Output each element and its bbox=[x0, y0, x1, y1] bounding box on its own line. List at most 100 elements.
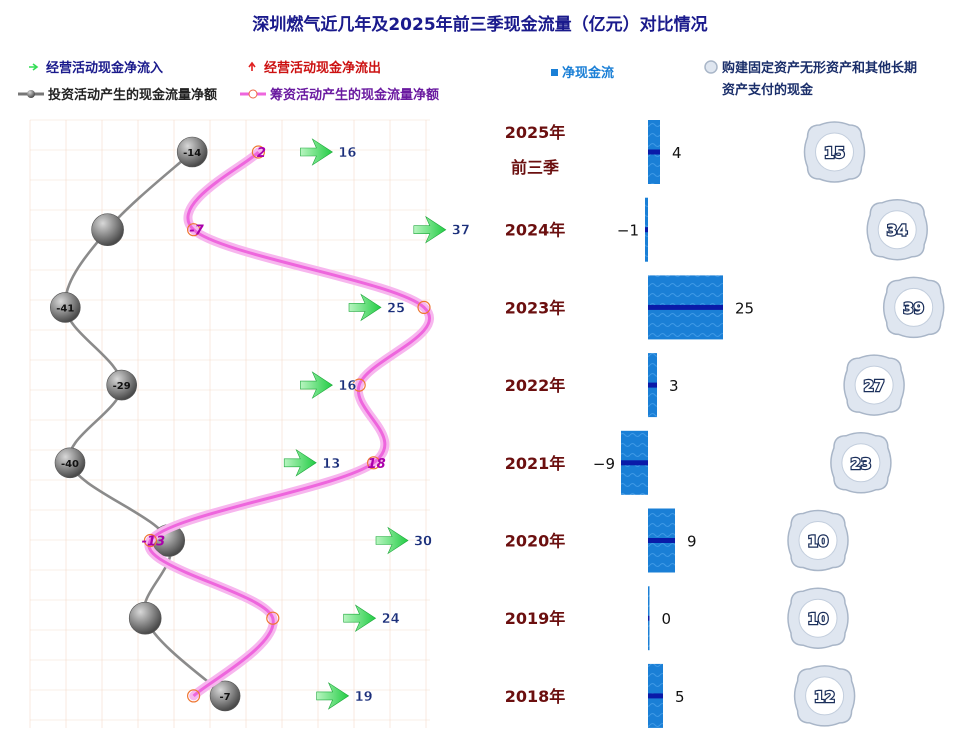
legend-capex-marker bbox=[704, 60, 718, 74]
capex-data-label: 10 bbox=[808, 533, 829, 551]
capex-badge-inner bbox=[894, 287, 934, 327]
capex-series: 15 34 39 27 23 10 10 12 bbox=[787, 121, 945, 727]
legend-operating-in-marker bbox=[29, 63, 39, 71]
legend-investing-marker bbox=[27, 90, 35, 98]
capex-badge-inner bbox=[805, 676, 845, 716]
investing-point bbox=[106, 369, 137, 401]
year-label: 2018年 bbox=[505, 687, 566, 706]
financing-line bbox=[147, 150, 431, 698]
financing-point bbox=[187, 689, 201, 703]
net-cash-data-label: 4 bbox=[672, 144, 682, 162]
operating-data-label: 13 bbox=[322, 457, 340, 472]
net-cash-data-label: −1 bbox=[617, 222, 639, 240]
investing-point bbox=[176, 136, 208, 168]
legend-capex-label-line2: 资产支付的现金 bbox=[722, 82, 814, 98]
capex-data-label: 27 bbox=[864, 377, 885, 395]
financing-point bbox=[143, 533, 157, 548]
financing-point bbox=[266, 611, 280, 625]
investing-point bbox=[128, 601, 162, 635]
year-label: 2021年 bbox=[505, 454, 566, 473]
net-cash-data-label: 3 bbox=[669, 377, 679, 395]
investing-series: -14-41-29-40-7 bbox=[50, 136, 241, 712]
net-cash-bar-centerline bbox=[648, 693, 663, 699]
net-cash-bar-centerline bbox=[648, 149, 660, 155]
operating-arrow bbox=[300, 138, 333, 166]
investing-point bbox=[54, 447, 86, 479]
capex-data-label: 15 bbox=[824, 144, 845, 162]
legend-financing-marker bbox=[248, 89, 258, 99]
year-label: 2019年 bbox=[505, 609, 566, 628]
financing-point bbox=[187, 223, 201, 237]
capex-data-label: 39 bbox=[903, 299, 924, 317]
financing-point bbox=[251, 145, 265, 159]
investing-data-label: -14 bbox=[183, 148, 201, 159]
legend-operating-out-marker bbox=[248, 61, 256, 71]
year-label: 2020年 bbox=[505, 532, 566, 551]
operating-arrow bbox=[300, 371, 333, 399]
operating-data-label: 24 bbox=[382, 612, 400, 627]
investing-point bbox=[91, 213, 124, 246]
legend-operating-out-label: 经营活动现金净流出 bbox=[264, 60, 381, 76]
net-cash-data-label: 0 bbox=[662, 610, 672, 628]
capex-badge-inner bbox=[854, 365, 894, 405]
grid bbox=[29, 119, 430, 728]
year-label: 2023年 bbox=[505, 298, 566, 317]
legend-investing-label: 投资活动产生的现金流量净额 bbox=[48, 87, 217, 103]
investing-point bbox=[50, 292, 81, 323]
capex-data-label: 10 bbox=[808, 610, 829, 628]
operating-data-label: 16 bbox=[338, 146, 356, 161]
operating-arrow bbox=[283, 448, 317, 477]
legend-net-cash-label: 净现金流 bbox=[562, 65, 614, 81]
net-cash-data-label: 5 bbox=[675, 688, 685, 706]
operating-arrow bbox=[413, 215, 447, 244]
legend-capex-label-line1: 购建固定资产无形资产和其他长期 bbox=[722, 60, 917, 76]
investing-data-label: -7 bbox=[220, 692, 231, 703]
net-cash-series: 4 −1 25 3 −9 9 0 5 bbox=[593, 120, 754, 728]
capex-data-label: 34 bbox=[887, 222, 908, 240]
operating-data-label: 30 bbox=[414, 535, 432, 550]
net-cash-data-label: 9 bbox=[687, 533, 697, 551]
year-label: 2025年 bbox=[505, 123, 566, 142]
capex-data-label: 12 bbox=[814, 688, 835, 706]
financing-point bbox=[367, 456, 381, 470]
capex-badge-inner bbox=[798, 521, 838, 560]
operating-data-label: 25 bbox=[387, 301, 405, 316]
net-cash-data-label: 25 bbox=[735, 299, 754, 317]
legend-financing-label: 筹资活动产生的现金流量净额 bbox=[270, 87, 439, 103]
operating-arrow bbox=[348, 293, 382, 322]
operating-data-label: 16 bbox=[338, 379, 356, 394]
investing-point bbox=[209, 680, 241, 712]
investing-data-label: -41 bbox=[56, 303, 74, 314]
net-cash-bar-centerline bbox=[648, 382, 657, 388]
financing-series: 2 -7 18 -13 bbox=[142, 145, 434, 703]
investing-data-label: -29 bbox=[113, 381, 131, 392]
capex-data-label: 23 bbox=[850, 455, 871, 473]
operating-data-label: 19 bbox=[355, 690, 373, 705]
financing-data-label: 2 bbox=[257, 146, 266, 161]
financing-data-label: -13 bbox=[142, 535, 166, 550]
capex-badge-inner bbox=[877, 210, 917, 250]
capex-badge-inner bbox=[815, 132, 854, 172]
operating-arrow bbox=[316, 682, 350, 710]
year-label-sub: 前三季 bbox=[511, 158, 560, 177]
legend-net-cash-marker bbox=[551, 69, 558, 76]
net-cash-data-label: −9 bbox=[593, 455, 615, 473]
operating-arrow bbox=[375, 526, 409, 555]
net-cash-bar-centerline bbox=[648, 538, 675, 543]
year-label: 2024年 bbox=[505, 221, 566, 240]
net-cash-bar-centerline bbox=[621, 460, 648, 466]
financing-data-label: -7 bbox=[189, 224, 204, 239]
net-cash-bar-centerline bbox=[648, 615, 650, 621]
financing-point bbox=[417, 300, 431, 314]
capex-badge-inner bbox=[841, 443, 881, 483]
year-labels: 2025年前三季 2024年 2023年 2022年 2021年 2020年 2019年 20… bbox=[505, 123, 566, 706]
financing-point bbox=[352, 378, 366, 392]
year-label: 2022年 bbox=[505, 376, 566, 395]
capex-badge-inner bbox=[798, 598, 838, 638]
legend-operating-in-label: 经营活动现金净流入 bbox=[46, 60, 163, 76]
financing-data-label: 18 bbox=[368, 457, 386, 472]
